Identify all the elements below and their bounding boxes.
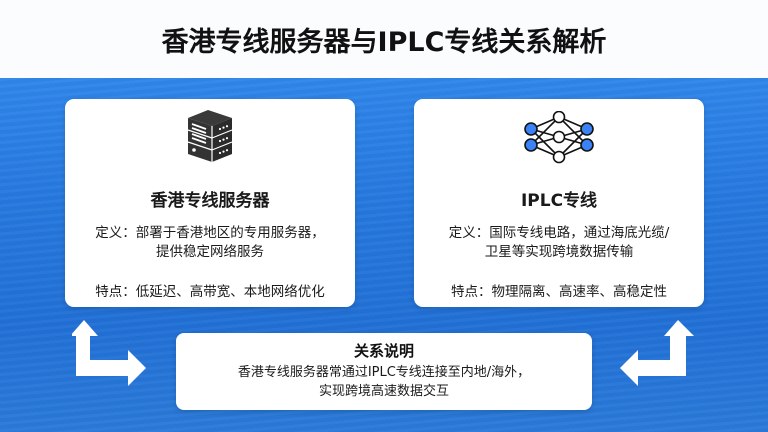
relation-box: 关系说明 香港专线服务器常通过IPLC专线连接至内地/海外， 实现跨境高速数据交… xyxy=(176,333,592,410)
card-features: 特点：物理隔离、高速率、高稳定性 xyxy=(451,284,667,300)
network-icon xyxy=(414,111,704,167)
hk-server-card: 香港专线服务器 定义：部署于香港地区的专用服务器， 提供稳定网络服务 特点：低延… xyxy=(65,99,355,307)
relation-text: 香港专线服务器常通过IPLC专线连接至内地/海外， 实现跨境高速数据交互 xyxy=(176,363,592,401)
relation-line: 实现跨境高速数据交互 xyxy=(318,384,449,399)
relation-title: 关系说明 xyxy=(353,342,414,360)
card-features: 特点：低延迟、高带宽、本地网络优化 xyxy=(95,284,325,300)
header-bar xyxy=(0,0,768,78)
definition-line: 提供稳定网络服务 xyxy=(156,244,264,260)
card-title: IPLC专线 xyxy=(520,191,598,211)
card-definition: 定义：国际专线电路，通过海底光缆/ 卫星等实现跨境数据传输 xyxy=(414,224,704,262)
relation-line: 香港专线服务器常通过IPLC专线连接至内地/海外， xyxy=(237,365,531,380)
corner-arrow-up-right-icon xyxy=(70,320,150,394)
iplc-card: IPLC专线 定义：国际专线电路，通过海底光缆/ 卫星等实现跨境数据传输 特点：… xyxy=(414,99,704,307)
definition-line: 定义：国际专线电路，通过海底光缆/ xyxy=(448,225,670,241)
page-title: 香港专线服务器与IPLC专线关系解析 xyxy=(161,26,607,58)
server-icon xyxy=(65,108,355,164)
definition-line: 定义：部署于香港地区的专用服务器， xyxy=(95,225,325,241)
definition-line: 卫星等实现跨境数据传输 xyxy=(484,244,634,260)
card-definition: 定义：部署于香港地区的专用服务器， 提供稳定网络服务 xyxy=(65,224,355,262)
card-title: 香港专线服务器 xyxy=(150,191,270,211)
corner-arrow-up-left-icon xyxy=(616,320,694,394)
